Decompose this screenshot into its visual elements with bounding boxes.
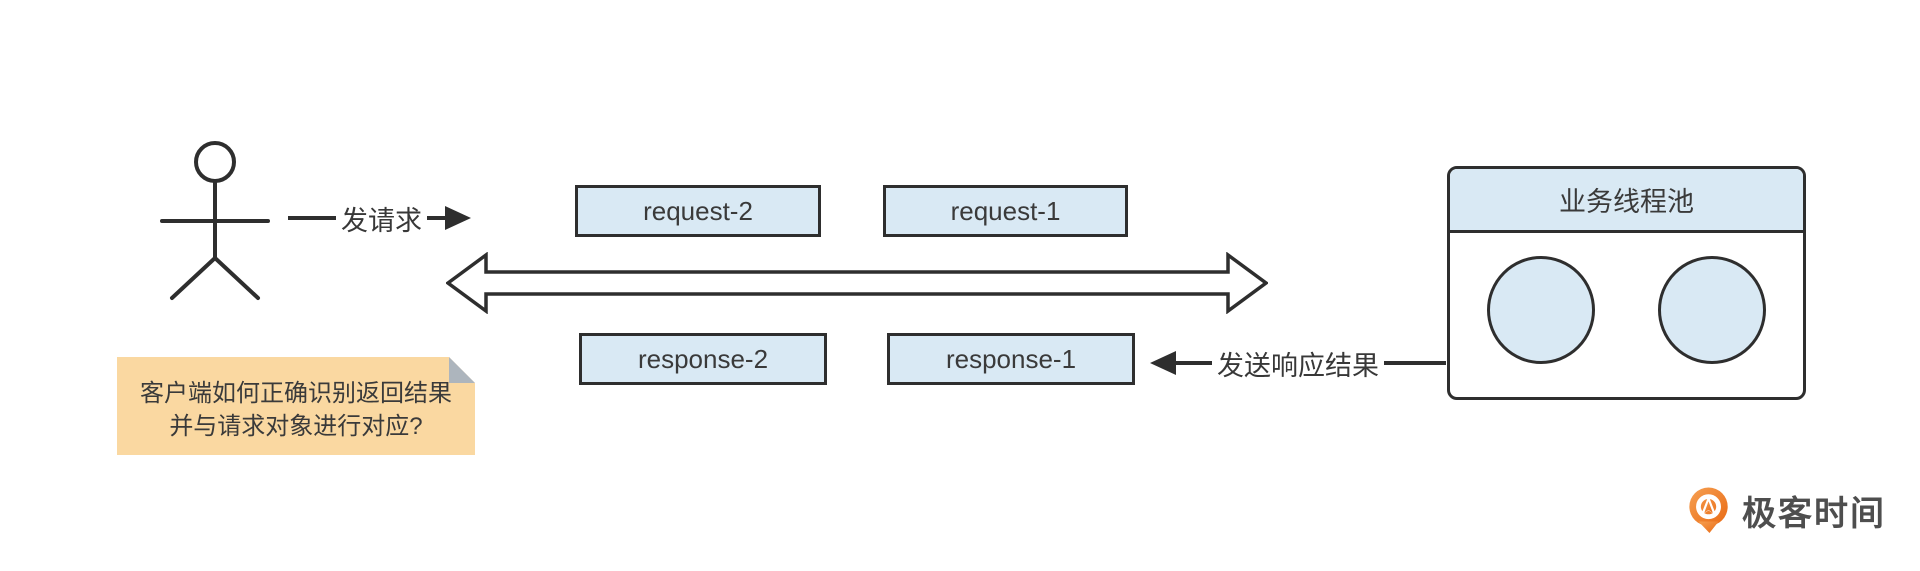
arrow-line bbox=[288, 216, 336, 220]
folded-corner-icon bbox=[449, 357, 475, 383]
client-actor-icon bbox=[160, 141, 270, 300]
brand-logo: 极客时间 bbox=[1686, 484, 1886, 536]
arrow-line bbox=[1176, 361, 1212, 365]
thread-pool-title: 业务线程池 bbox=[1559, 187, 1694, 217]
arrowhead-right-icon bbox=[445, 206, 471, 230]
arrow-line bbox=[427, 216, 445, 220]
request-1-box: request-1 bbox=[883, 185, 1128, 237]
send-response-label: 发送响应结果 bbox=[1217, 350, 1379, 381]
thread-pool-body bbox=[1450, 233, 1803, 397]
sticky-note-line1: 客户端如何正确识别返回结果 bbox=[140, 380, 452, 407]
send-request-arrow: 发请求 bbox=[288, 200, 471, 236]
thread-circle-icon bbox=[1487, 256, 1595, 364]
brand-name: 极客时间 bbox=[1742, 494, 1886, 533]
response-2-label: response-2 bbox=[637, 343, 769, 374]
arrow-line bbox=[1384, 361, 1446, 365]
bidirectional-channel-arrow bbox=[446, 252, 1268, 314]
request-2-label: request-2 bbox=[643, 195, 753, 226]
thread-circle-icon bbox=[1658, 256, 1766, 364]
sticky-note-line2: 并与请求对象进行对应? bbox=[169, 413, 423, 440]
request-2-box: request-2 bbox=[575, 185, 821, 237]
send-request-label: 发请求 bbox=[341, 205, 422, 236]
sticky-note-paper: 客户端如何正确识别返回结果 并与请求对象进行对应? bbox=[117, 357, 475, 455]
thread-pool-header: 业务线程池 bbox=[1450, 169, 1803, 233]
arrowhead-left-icon bbox=[1150, 351, 1176, 375]
response-1-box: response-1 bbox=[887, 333, 1135, 385]
request-1-label: request-1 bbox=[950, 195, 1061, 226]
response-1-label: response-1 bbox=[945, 343, 1077, 374]
thread-pool-box: 业务线程池 bbox=[1447, 166, 1806, 400]
geektime-pin-icon bbox=[1689, 487, 1728, 533]
sticky-note: 客户端如何正确识别返回结果 并与请求对象进行对应? bbox=[117, 357, 475, 455]
send-response-arrow: 发送响应结果 bbox=[1150, 345, 1446, 381]
response-2-box: response-2 bbox=[579, 333, 827, 385]
